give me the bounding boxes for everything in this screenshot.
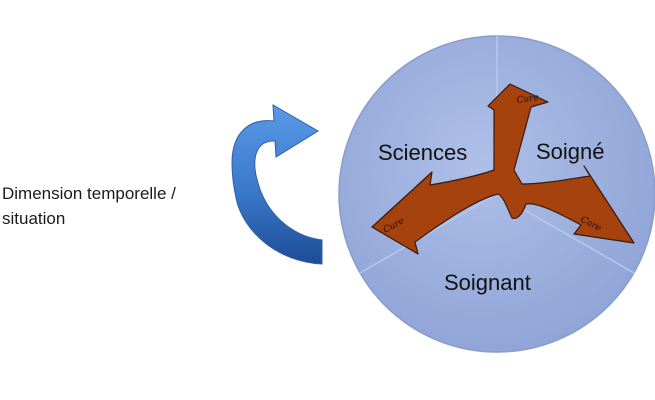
side-caption: Dimension temporelle / situation xyxy=(2,181,242,231)
arrow-note-top: Cure xyxy=(516,93,539,106)
three-way-arrow-icon xyxy=(371,83,635,255)
curved-arrow-icon xyxy=(231,104,323,265)
side-caption-line-2: situation xyxy=(2,209,66,228)
segment-label-soigne: Soigné xyxy=(536,139,605,164)
side-caption-line-1: Dimension temporelle / xyxy=(2,184,176,203)
divider-left xyxy=(359,193,498,274)
segment-label-soignant: Soignant xyxy=(444,270,531,295)
segment-label-sciences: Sciences xyxy=(378,140,467,165)
